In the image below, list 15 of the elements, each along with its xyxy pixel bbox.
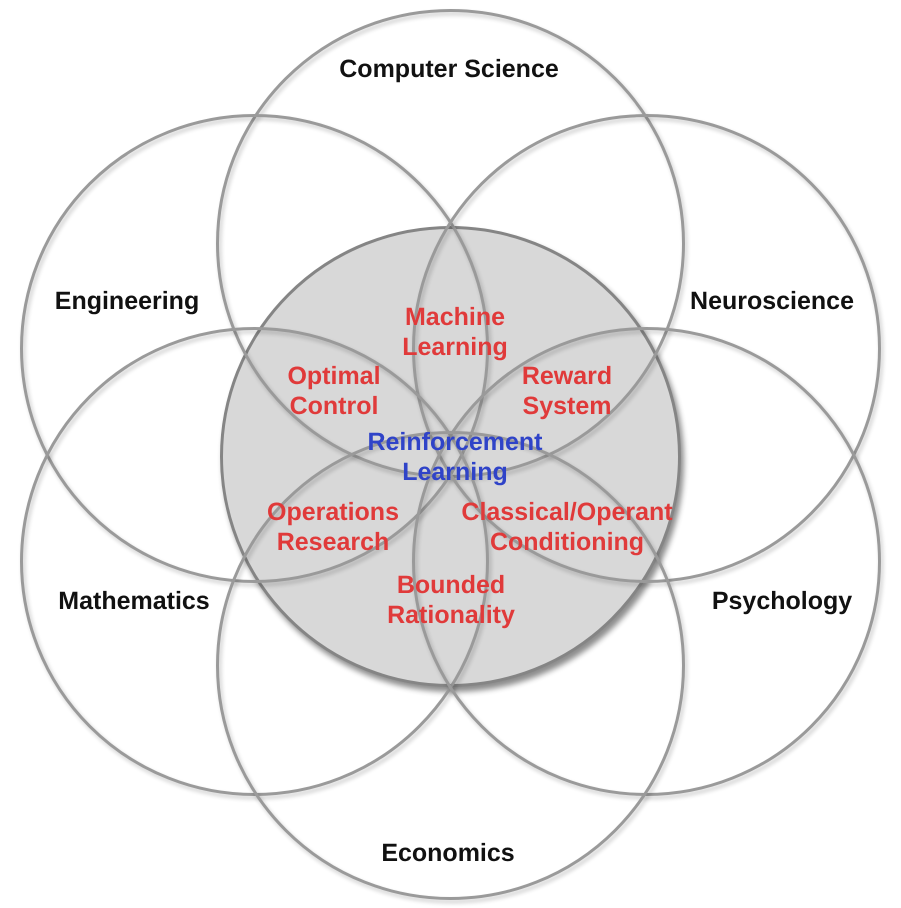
- center-circle: [220, 226, 680, 686]
- overlap-label: Reward System: [520, 361, 614, 421]
- circle-label: Economics: [381, 838, 515, 868]
- overlap-label: Optimal Control: [286, 361, 382, 421]
- circle-label: Computer Science: [339, 54, 559, 84]
- circle-label: Psychology: [712, 586, 852, 616]
- overlap-label: Machine Learning: [401, 302, 509, 362]
- center-label: Reinforcement Learning: [366, 427, 544, 487]
- circle-label: Neuroscience: [690, 286, 854, 316]
- overlap-label: Operations Research: [266, 497, 400, 557]
- overlap-label: Classical/Operant Conditioning: [460, 497, 674, 557]
- circle-label: Engineering: [54, 286, 200, 316]
- overlap-label: Bounded Rationality: [386, 570, 516, 630]
- venn-circle: [216, 430, 684, 900]
- circle-label: Mathematics: [58, 586, 210, 616]
